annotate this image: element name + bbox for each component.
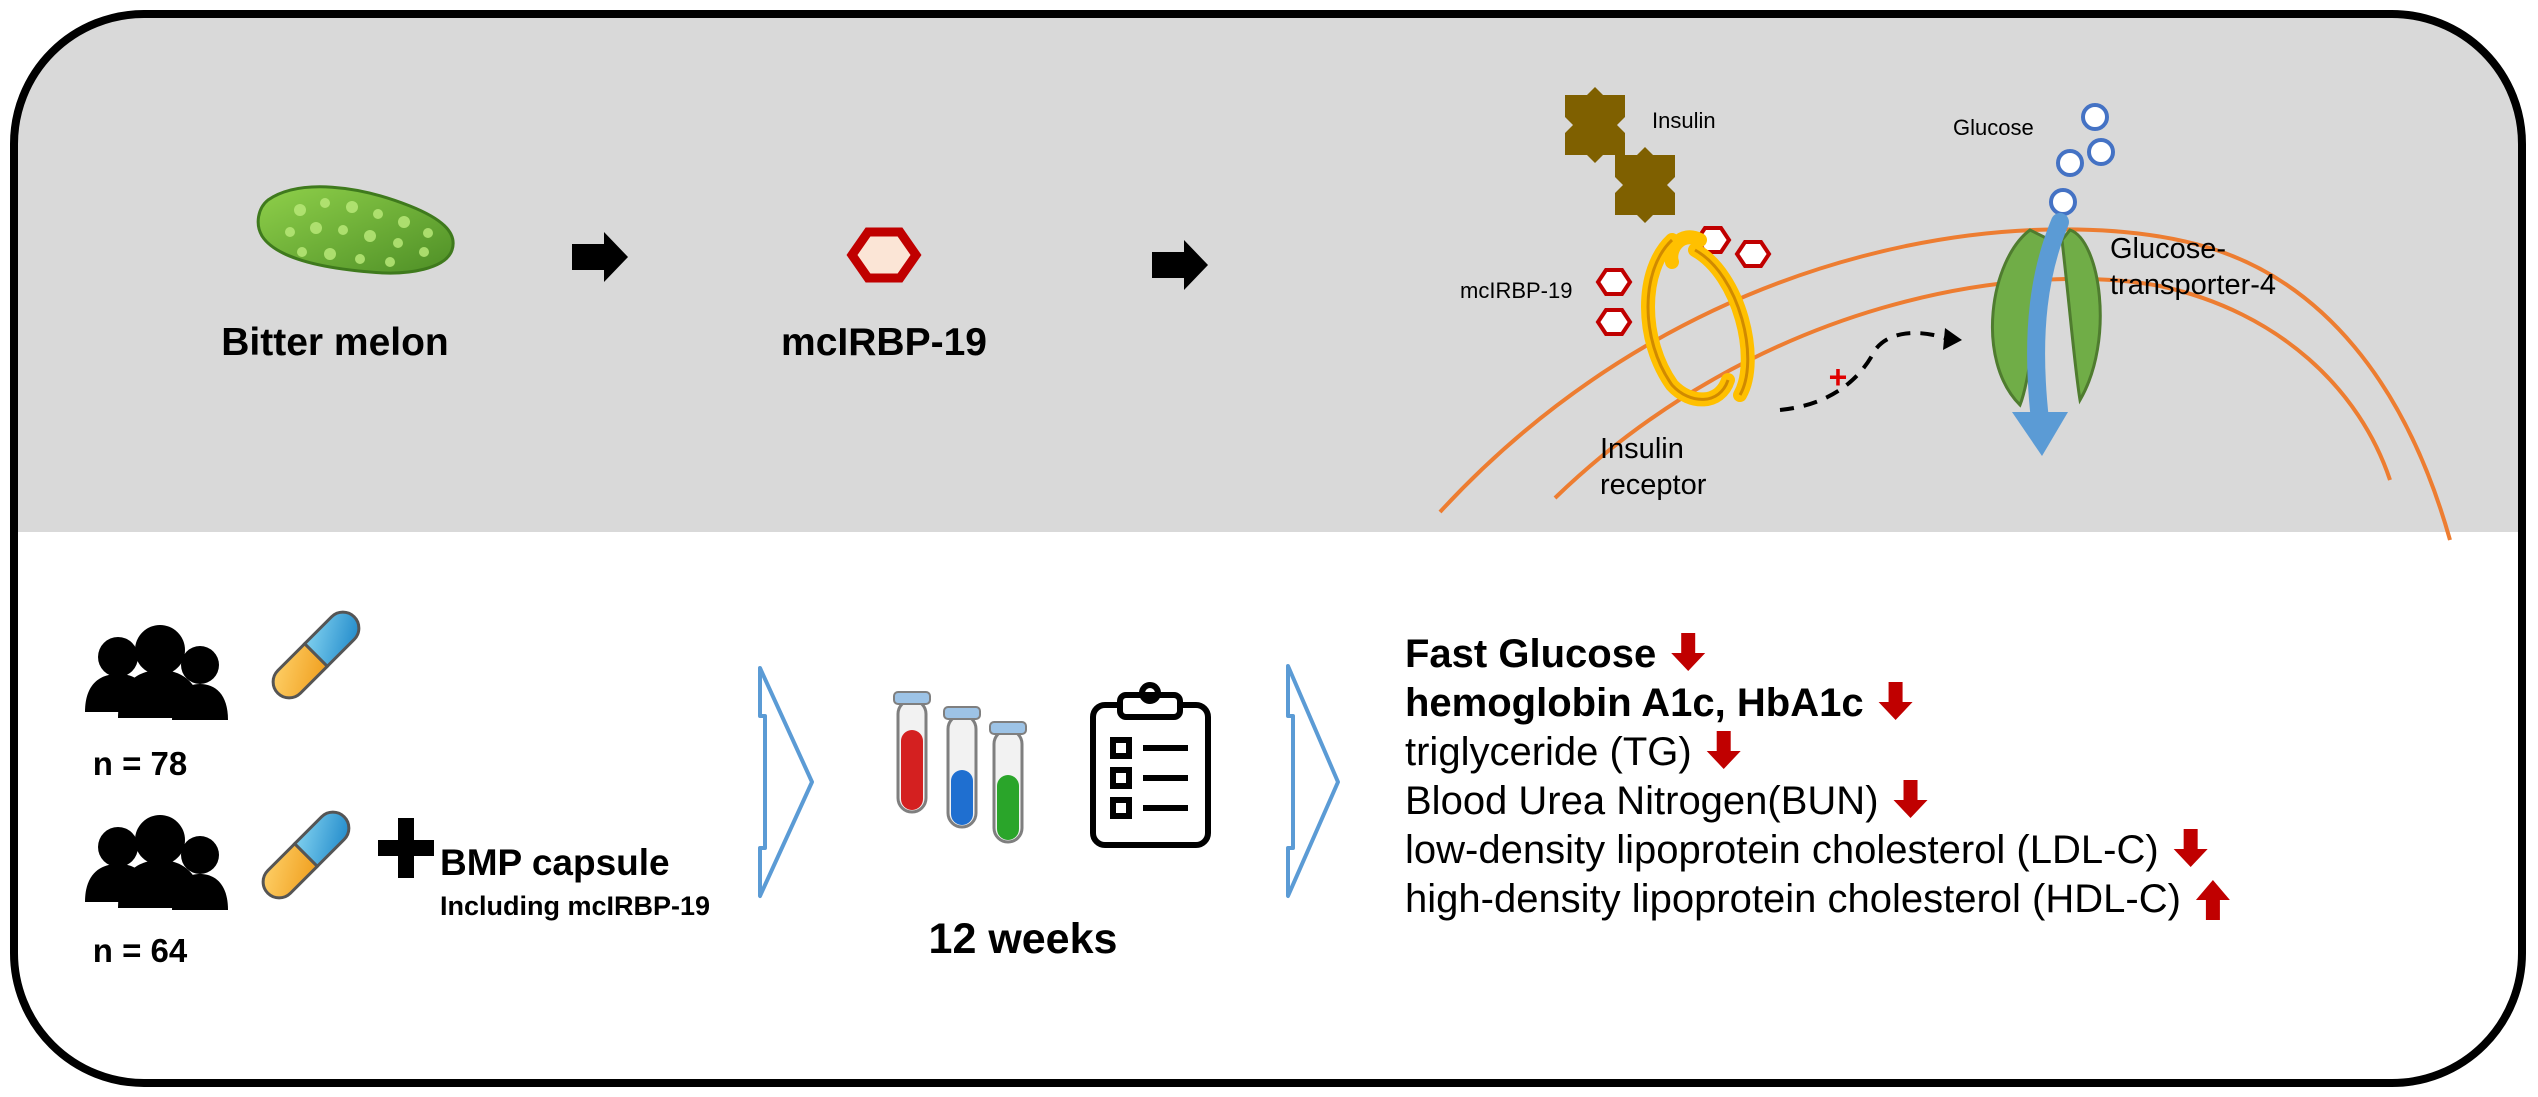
bottom-panel: [14, 532, 2522, 1083]
outcome-label: high-density lipoprotein cholesterol (HD…: [1405, 877, 2181, 921]
people-group-icon: [85, 625, 228, 720]
step-arrow-2: [1152, 240, 1208, 290]
test-tubes-icon: [893, 691, 1027, 844]
outer-frame: [10, 10, 2526, 1087]
outcomes-list: Fast Glucose hemoglobin A1c, HbA1c triglyc…: [1405, 632, 2230, 921]
glut4-label-2: transporter-4: [2110, 269, 2276, 301]
up-arrow-icon: [2195, 880, 2230, 920]
hollow-arrow-2: [1286, 664, 1340, 898]
cell-membrane-outer: [1438, 227, 2452, 541]
outcome-label: hemoglobin A1c, HbA1c: [1405, 681, 1864, 725]
down-arrow-icon: [1706, 731, 1741, 769]
cell-membrane-inner: [1553, 276, 2392, 500]
clipboard-checklist-icon: [1090, 682, 1211, 848]
capsule-icon: [261, 810, 351, 900]
capsule-sublabel: Including mcIRBP-19: [440, 891, 710, 921]
hexagon-icon: [1595, 268, 1633, 296]
glut4-label-1: Glucose-: [2110, 233, 2226, 265]
bitter-melon-image: [256, 185, 455, 275]
bitter-melon-label: Bitter melon: [221, 321, 449, 364]
top-panel: [14, 14, 2522, 532]
hexagon-icon: [1595, 308, 1633, 336]
insulin-receptor-label-2: receptor: [1600, 469, 1707, 501]
step-arrow-1: [572, 232, 628, 282]
insulin-receptor-label-1: Insulin: [1600, 433, 1684, 465]
group2-n-label: n = 64: [93, 932, 188, 969]
down-arrow-icon: [1671, 633, 1706, 671]
hexagon-icon: [1734, 240, 1772, 268]
insulin-label: Insulin: [1652, 108, 1716, 133]
group1-n-label: n = 78: [93, 745, 187, 782]
down-arrow-icon: [2173, 829, 2208, 867]
compound-label: mcIRBP-19: [781, 321, 987, 364]
insulin-icon: [1615, 147, 1675, 223]
mechanism-illustration: Insulin mcIRBP-19 Insulin receptor + Glu…: [1438, 87, 2452, 541]
outcome-label: Fast Glucose: [1405, 632, 1656, 676]
down-arrow-icon: [1893, 780, 1928, 818]
hollow-arrow-1: [758, 666, 814, 898]
duration-label: 12 weeks: [929, 915, 1118, 963]
capsule-label: BMP capsule: [440, 842, 670, 883]
mcirbp19-hexagon-icon: [846, 227, 922, 283]
glut4-transporter-icon: [1991, 213, 2102, 456]
glucose-label: Glucose: [1953, 115, 2034, 140]
outcome-label: Blood Urea Nitrogen(BUN): [1405, 779, 1879, 823]
plus-sign: +: [1829, 359, 1848, 395]
outcome-label: low-density lipoprotein cholesterol (LDL…: [1405, 828, 2159, 872]
down-arrow-icon: [1878, 682, 1913, 720]
people-group-icon: [85, 815, 228, 910]
outcome-label: triglyceride (TG): [1405, 730, 1692, 774]
plus-icon: [378, 818, 434, 878]
capsule-icon: [271, 610, 361, 700]
mcirbp19-small-label: mcIRBP-19: [1460, 278, 1572, 303]
insulin-icon: [1565, 87, 1625, 163]
